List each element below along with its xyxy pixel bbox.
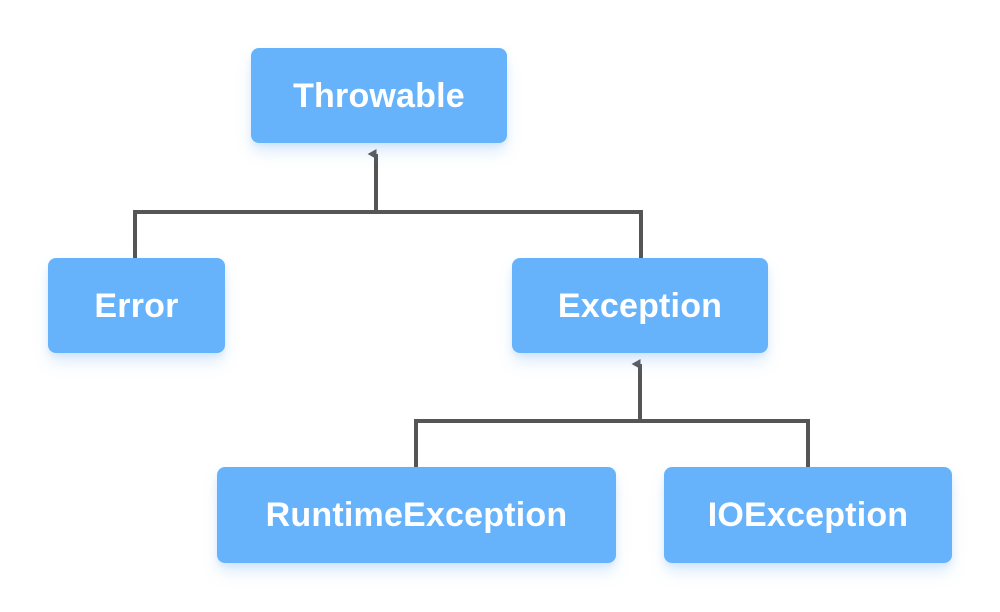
node-throwable[interactable]: Throwable bbox=[251, 48, 507, 143]
node-runtimeexception-label: RuntimeException bbox=[265, 496, 568, 534]
edge-exception-to-throwable bbox=[376, 210, 643, 258]
node-exception-label: Exception bbox=[557, 286, 723, 325]
edge-runtimeexception-to-exception bbox=[414, 419, 640, 467]
edge-group-level1 bbox=[133, 149, 643, 258]
node-runtimeexception[interactable]: RuntimeException bbox=[217, 467, 616, 563]
node-exception[interactable]: Exception bbox=[512, 258, 768, 353]
node-throwable-label: Throwable bbox=[293, 76, 465, 115]
node-ioexception[interactable]: IOException bbox=[664, 467, 952, 563]
node-error-label: Error bbox=[94, 286, 179, 325]
edge-error-to-throwable bbox=[133, 210, 376, 258]
node-error[interactable]: Error bbox=[48, 258, 225, 353]
node-ioexception-label: IOException bbox=[707, 496, 909, 534]
edge-group-level2 bbox=[414, 359, 810, 467]
edge-ioexception-to-exception bbox=[640, 419, 810, 467]
